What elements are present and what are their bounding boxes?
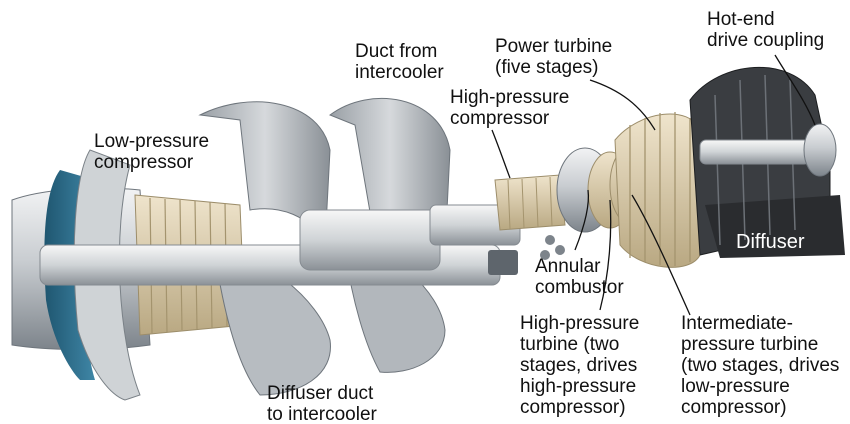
fuel-injectors — [488, 235, 565, 275]
label-low-pressure-compressor: Low-pressure compressor — [94, 131, 210, 173]
label-diffuser: Diffuser — [736, 231, 805, 253]
label-hot-end-drive-coupling: Hot-end drive coupling — [707, 9, 825, 51]
drive-coupling — [699, 123, 837, 177]
power-turbine-stages — [614, 112, 701, 268]
label-annular-combustor: Annular combustor — [535, 256, 624, 298]
hp-compressor — [494, 174, 566, 231]
label-high-pressure-compressor: High-pressure compressor — [450, 87, 570, 129]
label-diffuser-duct-to-intercooler: Diffuser duct to intercooler — [267, 383, 377, 424]
label-high-pressure-turbine: High-pressure turbine (two stages, drive… — [520, 313, 640, 418]
main-shaft — [39, 204, 521, 286]
label-duct-from-intercooler: Duct from intercooler — [355, 41, 444, 83]
label-intermediate-pressure-turbine: Intermediate- pressure turbine (two stag… — [681, 313, 840, 418]
label-power-turbine: Power turbine (five stages) — [495, 36, 613, 78]
